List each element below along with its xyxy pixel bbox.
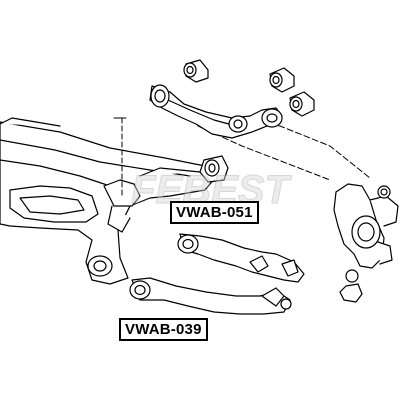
wheel-hub-carrier: [333, 183, 399, 303]
upper-arm-bushings: [183, 59, 315, 117]
subframe-top-bushing: [199, 155, 229, 183]
part-label-vwab-039: VWAB-039: [119, 318, 208, 341]
rear-subframe: [0, 117, 216, 285]
part-label-vwab-051: VWAB-051: [170, 201, 259, 224]
lower-control-arm-upper: [177, 233, 305, 283]
lower-control-arm-lower: [129, 277, 292, 315]
upper-control-arm: [149, 84, 283, 139]
